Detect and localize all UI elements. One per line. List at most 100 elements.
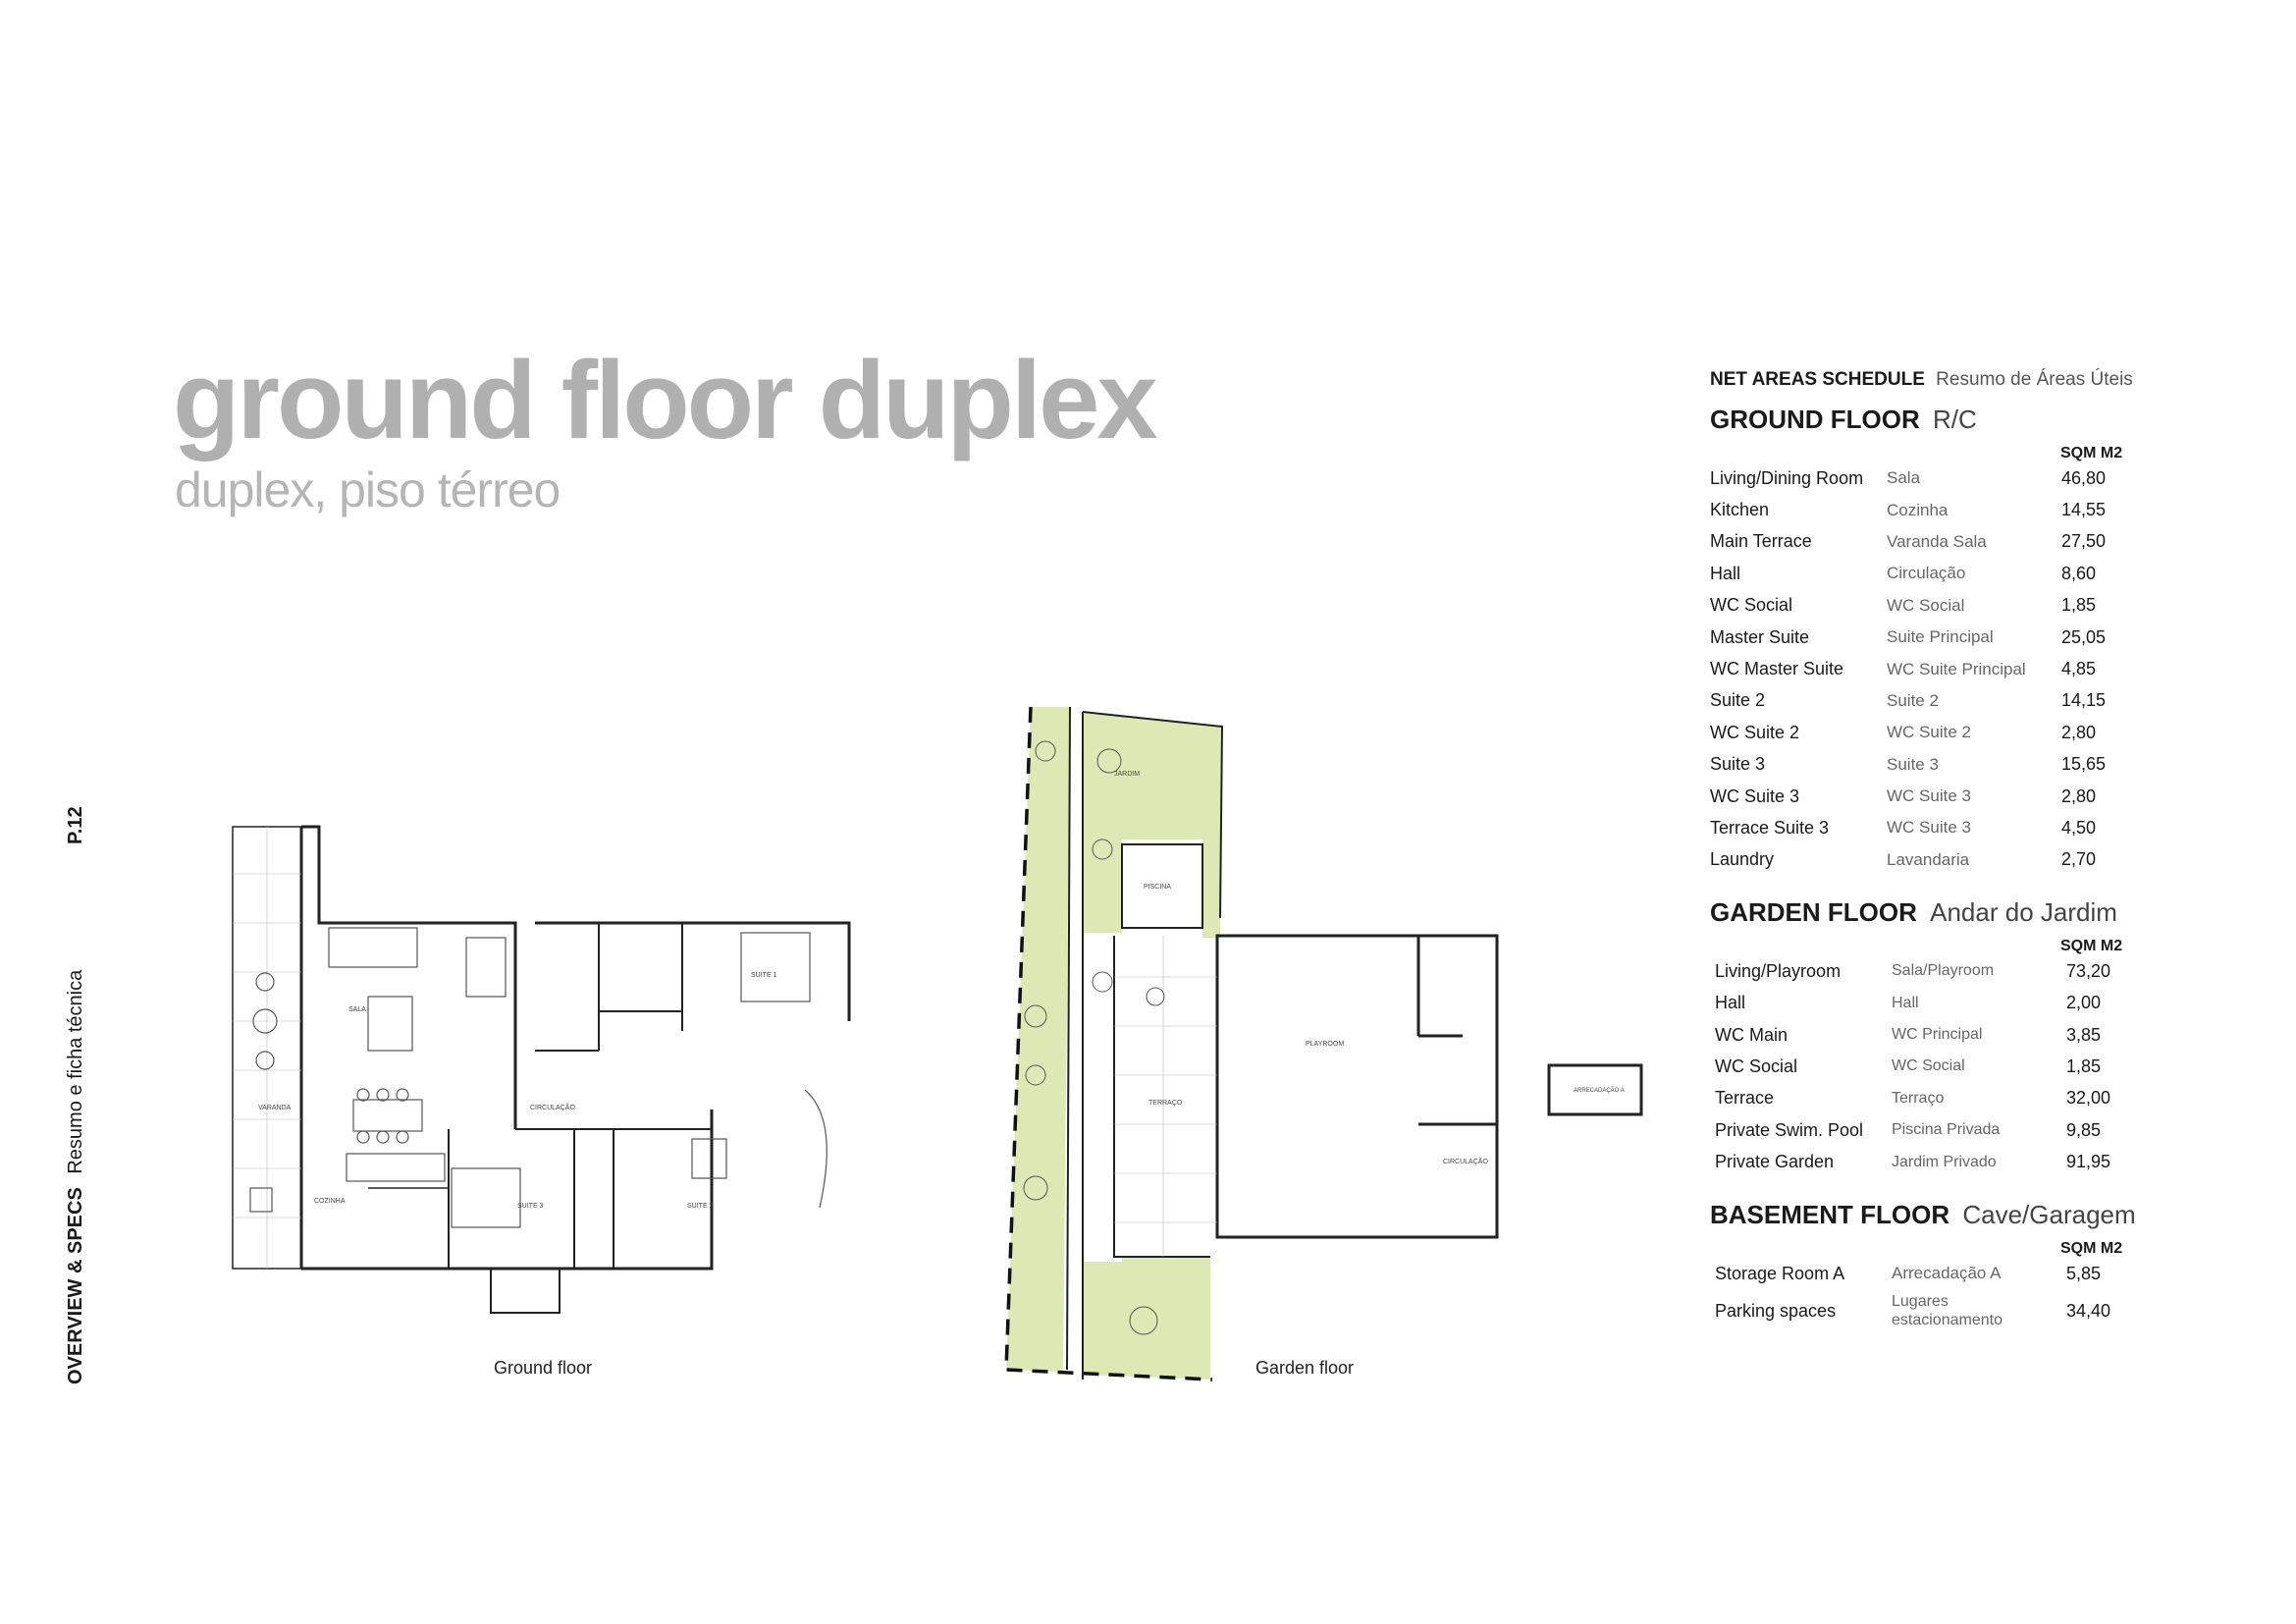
svg-text:PLAYROOM: PLAYROOM [1306,1041,1344,1048]
basement-floor-table: Storage Room A Arrecadação A 5,85 Parking … [1710,1258,2171,1332]
room-name-pt: WC Suite 3 [1887,786,1971,806]
room-name-pt: WC Social [1887,595,1965,615]
room-name-pt: Circulação [1887,564,1966,583]
room-name-pt: Lavandaria [1887,849,1970,869]
room-name-pt: Suite 3 [1887,754,1939,774]
room-area: 14,15 [2061,690,2107,711]
svg-text:TERRAÇO: TERRAÇO [1148,1100,1183,1107]
room-name-pt: Jardim Privado [1892,1153,1997,1170]
basement-floor-section: BASEMENT FLOOR Cave/Garagem SQM M2 Stora… [1710,1200,2171,1332]
room-area: 2,80 [2061,722,2097,742]
room-area: 32,00 [2066,1088,2111,1109]
garden-floor-title-en: GARDEN FLOOR [1710,897,1917,928]
room-area: 4,50 [2061,817,2097,838]
storage-drawing: ARRECADAÇÃO A [1547,1063,1643,1116]
garden-floor-title: GARDEN FLOOR Andar do Jardim [1710,897,2171,928]
ground-floor-drawing: SALA SUITE 1 VARANDA COZINHA CIRCULAÇÃO … [232,825,851,1314]
room-name: WC Social [1710,595,1793,616]
garden-floor-title-pt: Andar do Jardim [1930,897,2117,928]
section-title: OVERVIEW & SPECS [65,1187,86,1384]
unit-header: SQM M2 [2060,1239,2123,1257]
svg-text:PISCINA: PISCINA [1144,884,1171,891]
garden-floor-drawing: PISCINA JARDIM PLAYROOM TERRAÇO CIRCULAÇ… [1004,706,1499,1381]
room-area: 8,60 [2061,563,2097,583]
garden-floor-plan: PISCINA JARDIM PLAYROOM TERRAÇO CIRCULAÇ… [996,702,1575,1389]
room-area: 3,85 [2066,1024,2102,1045]
ground-floor-title-pt: R/C [1933,405,1977,434]
room-area: 15,65 [2061,754,2107,775]
svg-text:CIRCULAÇÃO: CIRCULAÇÃO [530,1103,575,1111]
room-name-pt: WC Social [1892,1057,1965,1075]
svg-text:SUITE 1: SUITE 1 [751,972,777,979]
svg-text:COZINHA: COZINHA [314,1198,346,1205]
room-area: 5,85 [2066,1263,2102,1283]
page-title: ground floor duplex [173,339,1158,461]
ground-floor-title: GROUND FLOOR R/C [1710,405,2171,435]
room-name: Private Garden [1715,1152,1835,1172]
room-area: 73,20 [2066,960,2111,981]
svg-text:JARDIM: JARDIM [1114,771,1140,778]
room-name: Kitchen [1710,500,1770,520]
room-name: Terrace [1715,1088,1775,1109]
ground-floor-section: GROUND FLOOR R/C SQM M2 Living/Dining Ro… [1710,405,2171,876]
ground-floor-title-en: GROUND FLOOR [1710,405,1920,434]
room-name: Suite 2 [1710,690,1766,711]
table-row: WC Social WC Social 1,85 [1710,1051,2171,1082]
net-areas-schedule: NET AREAS SCHEDULE Resumo de Áreas Úteis… [1710,369,2171,1332]
room-name-pt: Sala [1887,468,1921,488]
room-name: Private Swim. Pool [1715,1119,1864,1140]
room-name: WC Social [1715,1056,1798,1076]
table-row: Master Suite Suite Principal 25,05 [1710,622,2171,653]
room-name-pt: Arrecadação A [1892,1264,2002,1282]
schedule-title: NET AREAS SCHEDULE Resumo de Áreas Úteis [1710,369,2171,391]
table-row: Hall Circulação 8,60 [1710,558,2171,589]
room-name: Hall [1715,993,1746,1013]
room-name: Hall [1710,563,1741,583]
table-row: Storage Room A Arrecadação A 5,85 [1710,1258,2171,1289]
ground-floor-plan: SALA SUITE 1 VARANDA COZINHA CIRCULAÇÃO … [221,815,879,1326]
unit-header: SQM M2 [2060,938,2123,955]
room-area: 1,85 [2061,595,2097,616]
schedule-title-pt: Resumo de Áreas Úteis [1936,369,2133,390]
ground-floor-caption: Ground floor [494,1358,593,1378]
table-row: Suite 3 Suite 3 15,65 [1710,749,2171,781]
page-subtitle: duplex, piso térreo [175,462,561,517]
room-name: WC Suite 2 [1710,722,1800,742]
room-name-pt: Suite Principal [1887,627,1994,647]
room-name-pt: WC Principal [1892,1026,1983,1044]
room-name: Suite 3 [1710,754,1766,775]
room-area: 34,40 [2066,1300,2111,1321]
room-name-pt: WC Suite Principal [1887,659,2026,678]
room-name: Storage Room A [1715,1263,1845,1283]
room-area: 46,80 [2061,467,2107,488]
room-name: WC Main [1715,1024,1789,1045]
table-row: WC Main WC Principal 3,85 [1710,1019,2171,1051]
room-area: 25,05 [2061,626,2107,647]
room-name-pt: Piscina Privada [1892,1121,2001,1139]
section-title-pt: Resumo e ficha técnica [65,969,86,1174]
svg-text:VARANDA: VARANDA [258,1105,292,1111]
room-name: Master Suite [1710,626,1810,647]
unit-header: SQM M2 [2060,445,2123,461]
room-area: 2,80 [2061,785,2097,806]
room-area: 1,85 [2066,1056,2102,1076]
schedule-title-en: NET AREAS SCHEDULE [1710,369,1925,390]
room-name: Main Terrace [1710,531,1812,552]
svg-text:ARRECADAÇÃO A: ARRECADAÇÃO A [1574,1087,1625,1094]
room-area: 27,50 [2061,531,2107,552]
